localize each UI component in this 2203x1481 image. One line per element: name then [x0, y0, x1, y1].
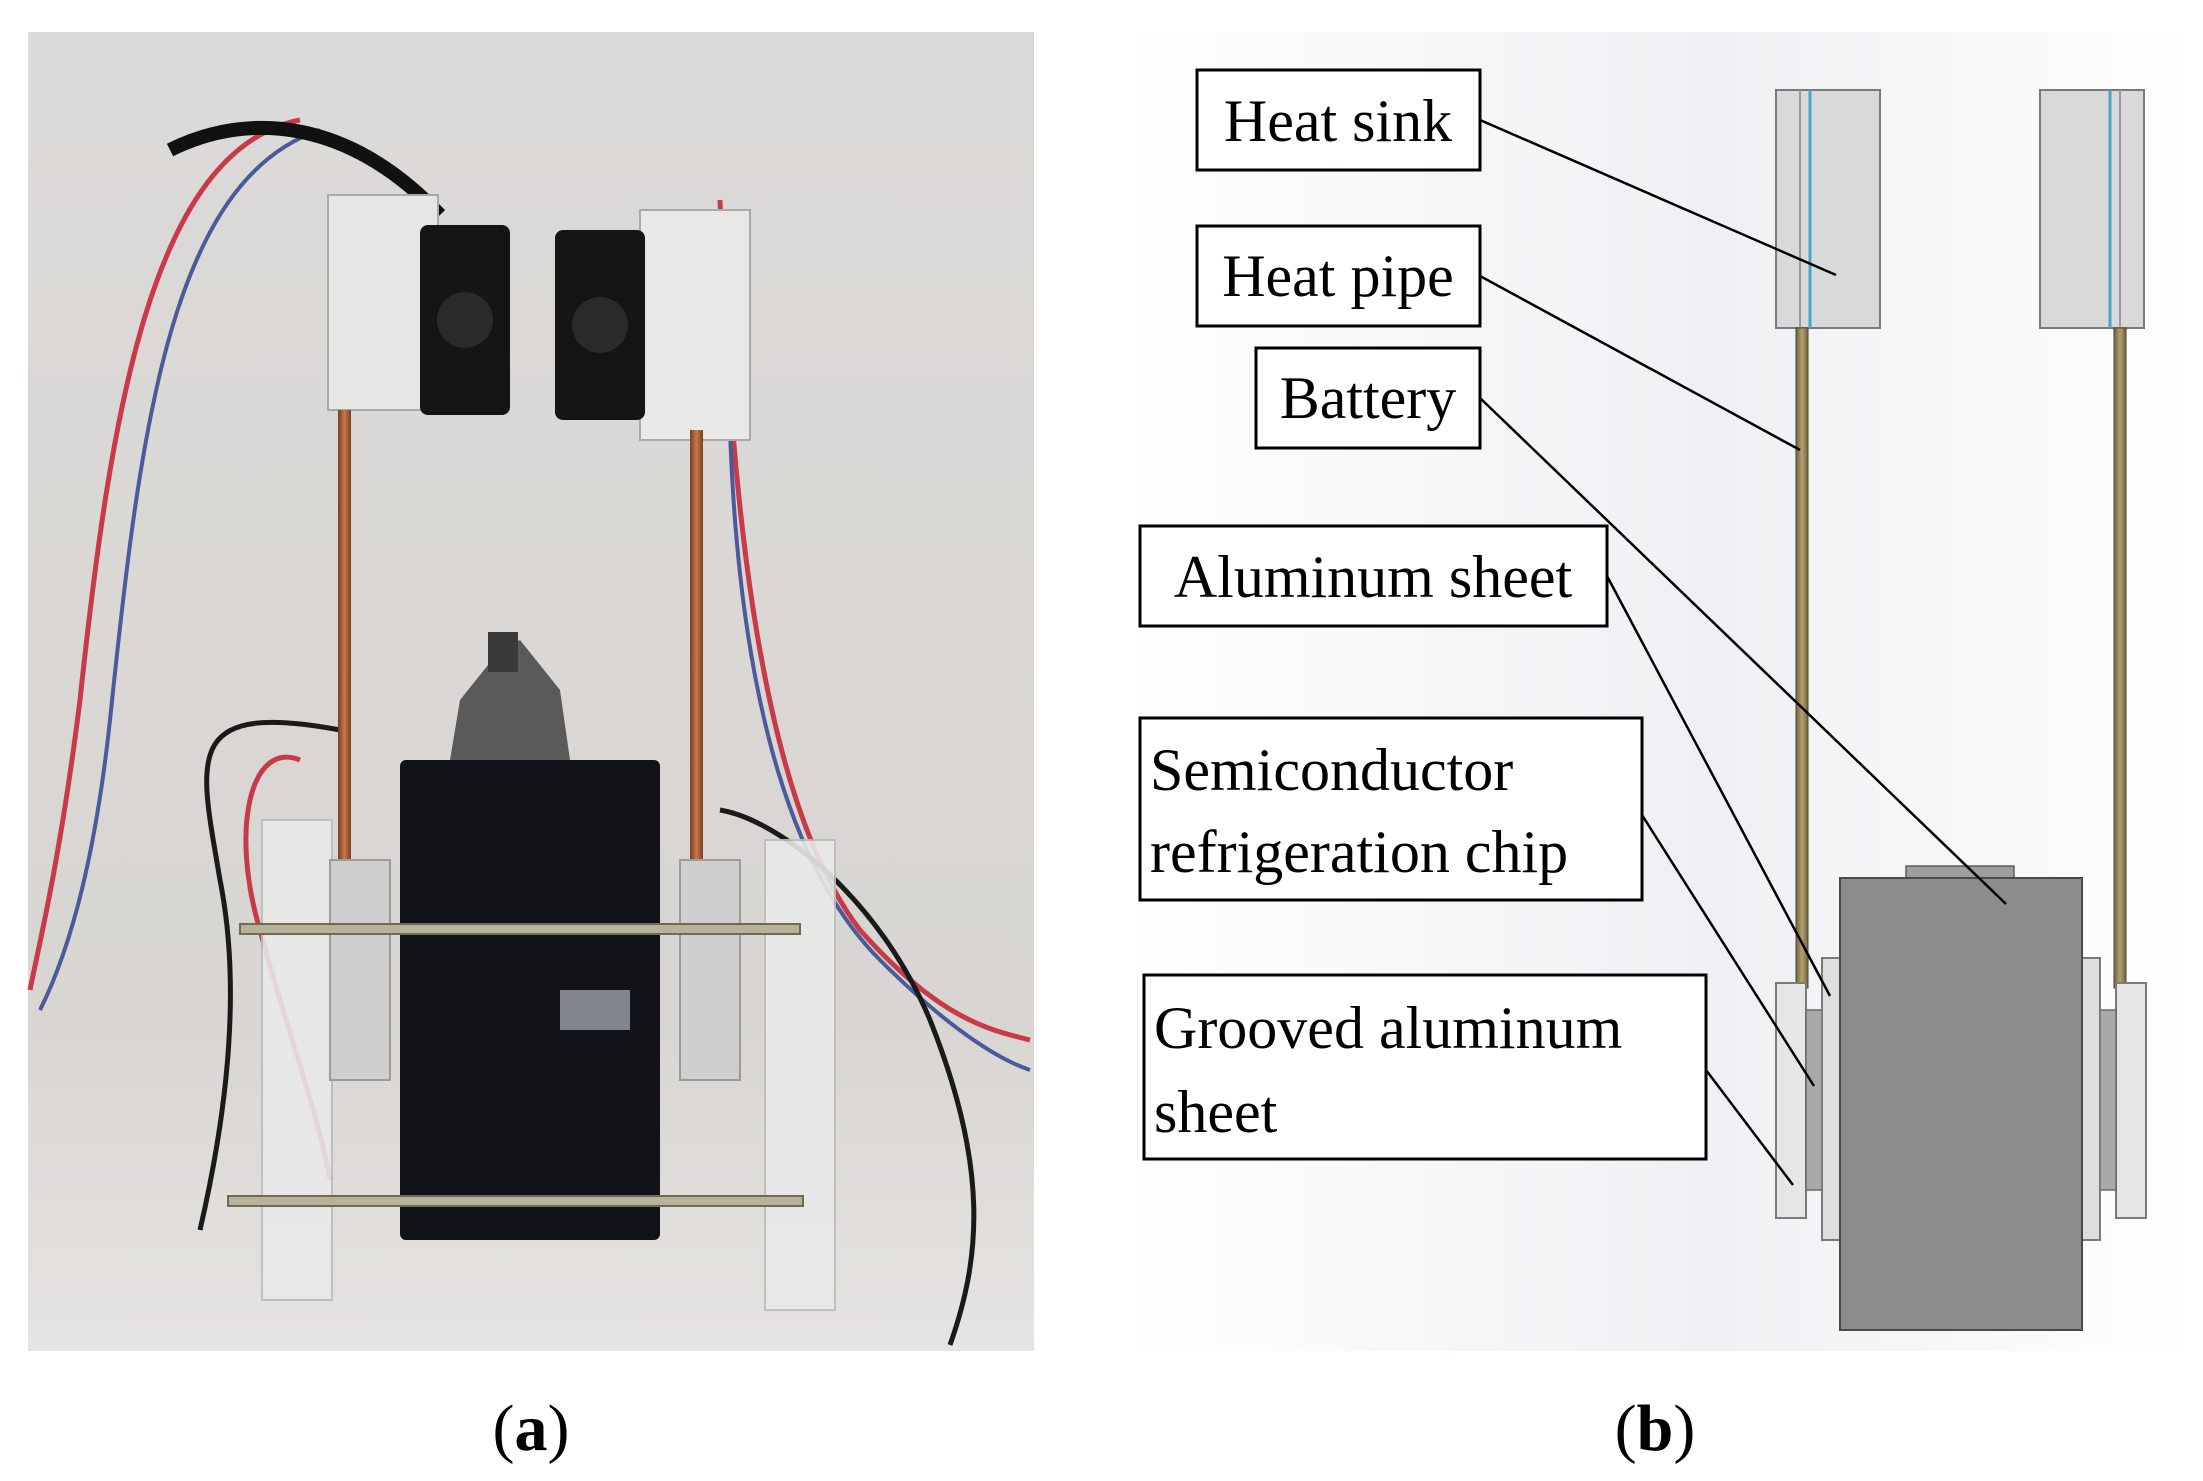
photo-aluminum-left: [329, 859, 391, 1081]
cad-heat-pipe-right: [2113, 327, 2127, 989]
cad-grooved-aluminum-left: [1775, 982, 1807, 1219]
wire-blue-right: [728, 429, 1031, 1072]
photo-aluminum-right: [679, 859, 741, 1081]
label-aluminum-sheet: Aluminum sheet: [1138, 524, 1609, 628]
leader-heat-pipe: [1479, 274, 1801, 452]
photo-battery-highlight: [560, 990, 630, 1030]
photo-acrylic-plate-right: [764, 839, 836, 1311]
leader-lines: [1479, 118, 2007, 1186]
cad-chip-right: [2099, 1009, 2117, 1191]
cad-grooved-aluminum-right: [2115, 982, 2147, 1219]
wire-black-top: [166, 120, 446, 220]
photo-threaded-rod-top: [239, 923, 801, 935]
label-aluminum-sheet-text: Aluminum sheet: [1174, 544, 1573, 610]
leader-battery: [1479, 397, 2007, 905]
cad-chip-left: [1805, 1009, 1823, 1191]
cad-battery: [1839, 877, 2083, 1331]
label-semiconductor: Semiconductor refrigeration chip: [1138, 716, 1644, 902]
label-heat-pipe: Heat pipe: [1195, 224, 1482, 328]
wire-blue-left: [38, 128, 321, 1011]
caption-b: (b): [1615, 1392, 1696, 1465]
wire-black-left-low: [197, 719, 341, 1231]
caption-a: (a): [493, 1392, 570, 1465]
cad-heat-pipe-left: [1795, 327, 1809, 989]
leader-heat-sink: [1479, 118, 1837, 277]
leader-semiconductor: [1640, 814, 1816, 1087]
photo-battery-terminal: [450, 640, 570, 760]
photo-fan-hub-left: [437, 292, 493, 348]
leader-grooved-aluminum: [1705, 1069, 1794, 1186]
photo-heat-sink-left: [327, 194, 439, 411]
leader-aluminum-sheet: [1605, 575, 1832, 997]
panel-b-diagram: Heat sink Heat pipe Battery Aluminum she…: [1127, 32, 2192, 1351]
photo-battery-body: [400, 760, 660, 1240]
label-heat-sink-text: Heat sink: [1224, 88, 1452, 154]
label-heat-pipe-text: Heat pipe: [1222, 243, 1454, 309]
cad-aluminum-sheet-left: [1821, 957, 1841, 1241]
label-grooved-line1: Grooved aluminum: [1154, 995, 1622, 1061]
label-battery: Battery: [1254, 346, 1482, 450]
cad-heat-sink-left: [1775, 89, 1881, 329]
cad-heat-sink-right: [2039, 89, 2145, 329]
wire-red-left: [27, 117, 301, 991]
label-grooved-aluminum: Grooved aluminum sheet: [1142, 973, 1708, 1161]
label-semiconductor-line1: Semiconductor: [1150, 737, 1513, 803]
label-battery-text: Battery: [1280, 365, 1457, 431]
label-semiconductor-line2: refrigeration chip: [1150, 819, 1568, 885]
label-grooved-line2: sheet: [1154, 1079, 1278, 1145]
photo-battery-post: [488, 632, 518, 672]
cad-aluminum-sheet-right: [2081, 957, 2101, 1241]
label-heat-sink: Heat sink: [1195, 68, 1482, 172]
photo-acrylic-plate-left: [261, 819, 333, 1301]
photo-heat-sink-right: [639, 209, 751, 441]
photo-threaded-rod-bottom: [227, 1195, 804, 1207]
panel-a-photo: [27, 32, 1034, 1351]
photo-fan-hub-right: [572, 297, 628, 353]
